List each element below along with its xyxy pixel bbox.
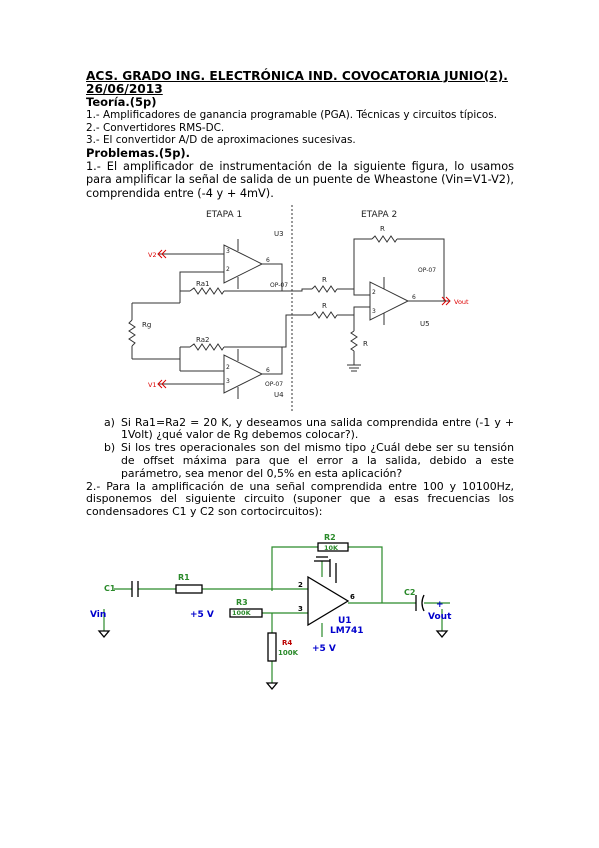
u3-label: U3 bbox=[274, 230, 284, 238]
r2-resistor bbox=[317, 542, 349, 552]
teoria-list: 1.- Amplificadores de ganancia programab… bbox=[86, 109, 514, 147]
lm741-circuit-diagram: C1 C2 R1 500K R2 10K R3 100K R4 100K Vin… bbox=[90, 533, 452, 690]
pin2-label: 2 bbox=[298, 581, 303, 589]
v2-label: V2 bbox=[148, 251, 157, 259]
rg-label: Rg bbox=[142, 321, 151, 329]
u5-part: OP-07 bbox=[418, 267, 436, 274]
r1-resistor bbox=[175, 584, 203, 594]
question-a: a)Si Ra1=Ra2 = 20 K, y deseamos una sali… bbox=[104, 415, 514, 442]
u3-pin3: 3 bbox=[226, 248, 230, 255]
vout-label: Vout bbox=[454, 298, 469, 306]
v1-label: V1 bbox=[148, 381, 157, 389]
r3-value: 100K bbox=[232, 609, 252, 617]
c1-label: C1 bbox=[104, 584, 116, 593]
u3-pin2: 2 bbox=[226, 266, 230, 273]
r-bottom-resistor bbox=[311, 310, 338, 319]
etapa1-label: ETAPA 1 bbox=[206, 210, 242, 220]
teoria-item: 3.- El convertidor A/D de aproximaciones… bbox=[86, 134, 356, 147]
r1-label: R1 bbox=[178, 573, 190, 582]
r3-resistor bbox=[229, 608, 263, 618]
etapa2-label: ETAPA 2 bbox=[361, 210, 397, 220]
r-ground-label: R bbox=[363, 340, 368, 348]
ra1-resistor bbox=[189, 286, 225, 295]
u4-part: OP-07 bbox=[265, 381, 283, 388]
v1-arrow bbox=[157, 379, 163, 388]
teoria-heading: Teoría.(5p) bbox=[86, 95, 157, 109]
vout-label: Vout bbox=[428, 612, 452, 622]
r-top-resistor bbox=[311, 284, 338, 293]
problem-1-questions: a)Si Ra1=Ra2 = 20 K, y deseamos una sali… bbox=[86, 415, 514, 481]
u3-pin6: 6 bbox=[266, 257, 270, 264]
vout-arrow bbox=[445, 296, 451, 305]
u3-opamp bbox=[223, 243, 264, 284]
u4-pin6: 6 bbox=[266, 367, 270, 374]
u4-pin3: 3 bbox=[226, 378, 230, 385]
r-feedback-label: R bbox=[380, 225, 385, 233]
u4-pin2: 2 bbox=[226, 364, 230, 371]
r4-label: R4 bbox=[282, 639, 292, 647]
ground-symbol bbox=[265, 682, 279, 690]
exam-page: ACS. GRADO ING. ELECTRÓNICA IND. COVOCAT… bbox=[86, 70, 514, 711]
ground-symbol bbox=[435, 630, 449, 638]
vin-label: Vin bbox=[90, 610, 106, 620]
r-top-label: R bbox=[322, 276, 327, 284]
r4-resistor bbox=[267, 632, 277, 662]
r2-label: R2 bbox=[324, 533, 336, 542]
u3-part: OP-07 bbox=[270, 282, 288, 289]
u1-label: U1 bbox=[338, 616, 352, 626]
u5-pin2: 2 bbox=[372, 289, 376, 296]
ra2-resistor bbox=[189, 342, 225, 351]
v2-arrow bbox=[157, 249, 163, 258]
r2-value: 10K bbox=[324, 544, 339, 552]
pin6-label: 6 bbox=[350, 593, 355, 601]
u4-label: U4 bbox=[274, 391, 284, 399]
problemas-heading: Problemas.(5p). bbox=[86, 145, 191, 160]
problem-1-text: 1.- El amplificador de instrumentación d… bbox=[86, 159, 514, 200]
u4-opamp bbox=[223, 353, 264, 394]
lm741-label: LM741 bbox=[330, 626, 363, 636]
teoria-item: 2.- Convertidores RMS-DC. bbox=[86, 121, 225, 134]
u5-pin3: 3 bbox=[372, 308, 376, 315]
instrumentation-amp-diagram: ETAPA 1 ETAPA 2 V2 V1 Vout U3 U4 U5 OP-0… bbox=[128, 204, 469, 413]
r4-value: 100K bbox=[278, 649, 299, 657]
exam-title: ACS. GRADO ING. ELECTRÓNICA IND. COVOCAT… bbox=[86, 69, 508, 96]
c2-label: C2 bbox=[404, 588, 415, 597]
ra2-label: Ra2 bbox=[196, 336, 209, 344]
question-b: b)Si los tres operacionales son del mism… bbox=[104, 441, 514, 480]
vout-plus: + bbox=[436, 600, 444, 610]
plus5v-label: +5 V bbox=[190, 610, 214, 620]
r-feedback-resistor bbox=[371, 234, 398, 243]
problem-2-text: 2.- Para la amplificación de una señal c… bbox=[86, 479, 514, 519]
ra1-label: Ra1 bbox=[196, 280, 209, 288]
u1-opamp bbox=[307, 575, 350, 627]
u5-opamp bbox=[369, 280, 410, 321]
r1-value: 500K bbox=[178, 585, 198, 593]
plus5v-label-bottom: +5 V bbox=[312, 644, 336, 654]
r3-label: R3 bbox=[236, 598, 248, 607]
r-ground-resistor bbox=[350, 330, 358, 351]
pin3-label: 3 bbox=[298, 605, 303, 613]
ground-symbol bbox=[97, 630, 111, 638]
rg-resistor bbox=[128, 319, 136, 346]
u5-label: U5 bbox=[420, 320, 430, 328]
teoria-item: 1.- Amplificadores de ganancia programab… bbox=[86, 109, 498, 121]
r-bottom-label: R bbox=[322, 302, 327, 310]
u5-pin6: 6 bbox=[412, 294, 416, 301]
